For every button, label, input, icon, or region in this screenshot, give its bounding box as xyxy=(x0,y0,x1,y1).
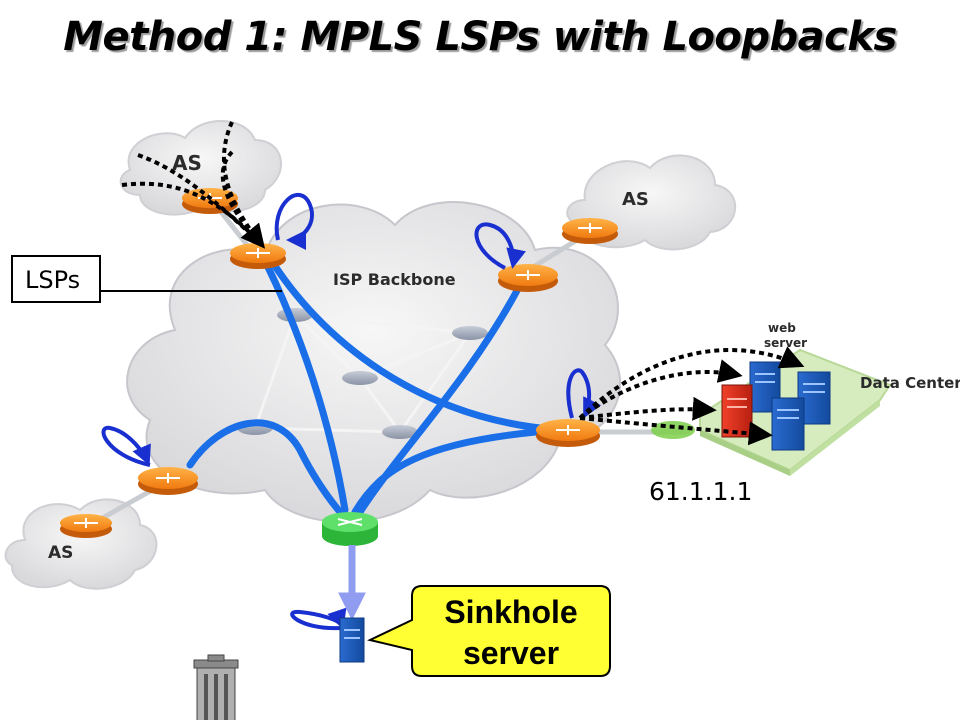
sinkhole-callout: Sinkhole server xyxy=(367,585,611,677)
loopback-arrows xyxy=(101,192,602,631)
attack-traffic-arrows xyxy=(121,121,805,446)
data-center-label: Data Center xyxy=(860,374,960,392)
sinkhole-label-line1: Sinkhole xyxy=(444,594,577,630)
sinkhole-server-icon xyxy=(339,617,365,663)
web-server-label-line1: web xyxy=(768,321,796,335)
trash-icon xyxy=(193,654,239,720)
ip-address-label: 61.1.1.1 xyxy=(649,477,752,506)
as-label-top-right: AS xyxy=(622,189,649,210)
slide-title: Method 1: MPLS LSPs with Loopbacks xyxy=(63,14,897,60)
as-cloud-bottom-left-icon xyxy=(4,498,158,590)
lsps-callout: LSPs xyxy=(11,255,282,303)
sinkhole-label-line2: server xyxy=(463,635,559,671)
as-label-bottom-left: AS xyxy=(48,543,73,563)
sinkhole-router-icon xyxy=(322,512,378,546)
as-cloud-top-left-icon xyxy=(119,120,282,216)
isp-backbone-label: ISP Backbone xyxy=(333,270,456,289)
lsp-paths xyxy=(186,251,564,516)
router-icons xyxy=(60,188,618,538)
server-icons xyxy=(721,361,831,451)
lsps-label: LSPs xyxy=(25,266,80,294)
as-label-top-left: AS xyxy=(172,151,202,175)
web-server-label-line2: server xyxy=(764,336,807,350)
